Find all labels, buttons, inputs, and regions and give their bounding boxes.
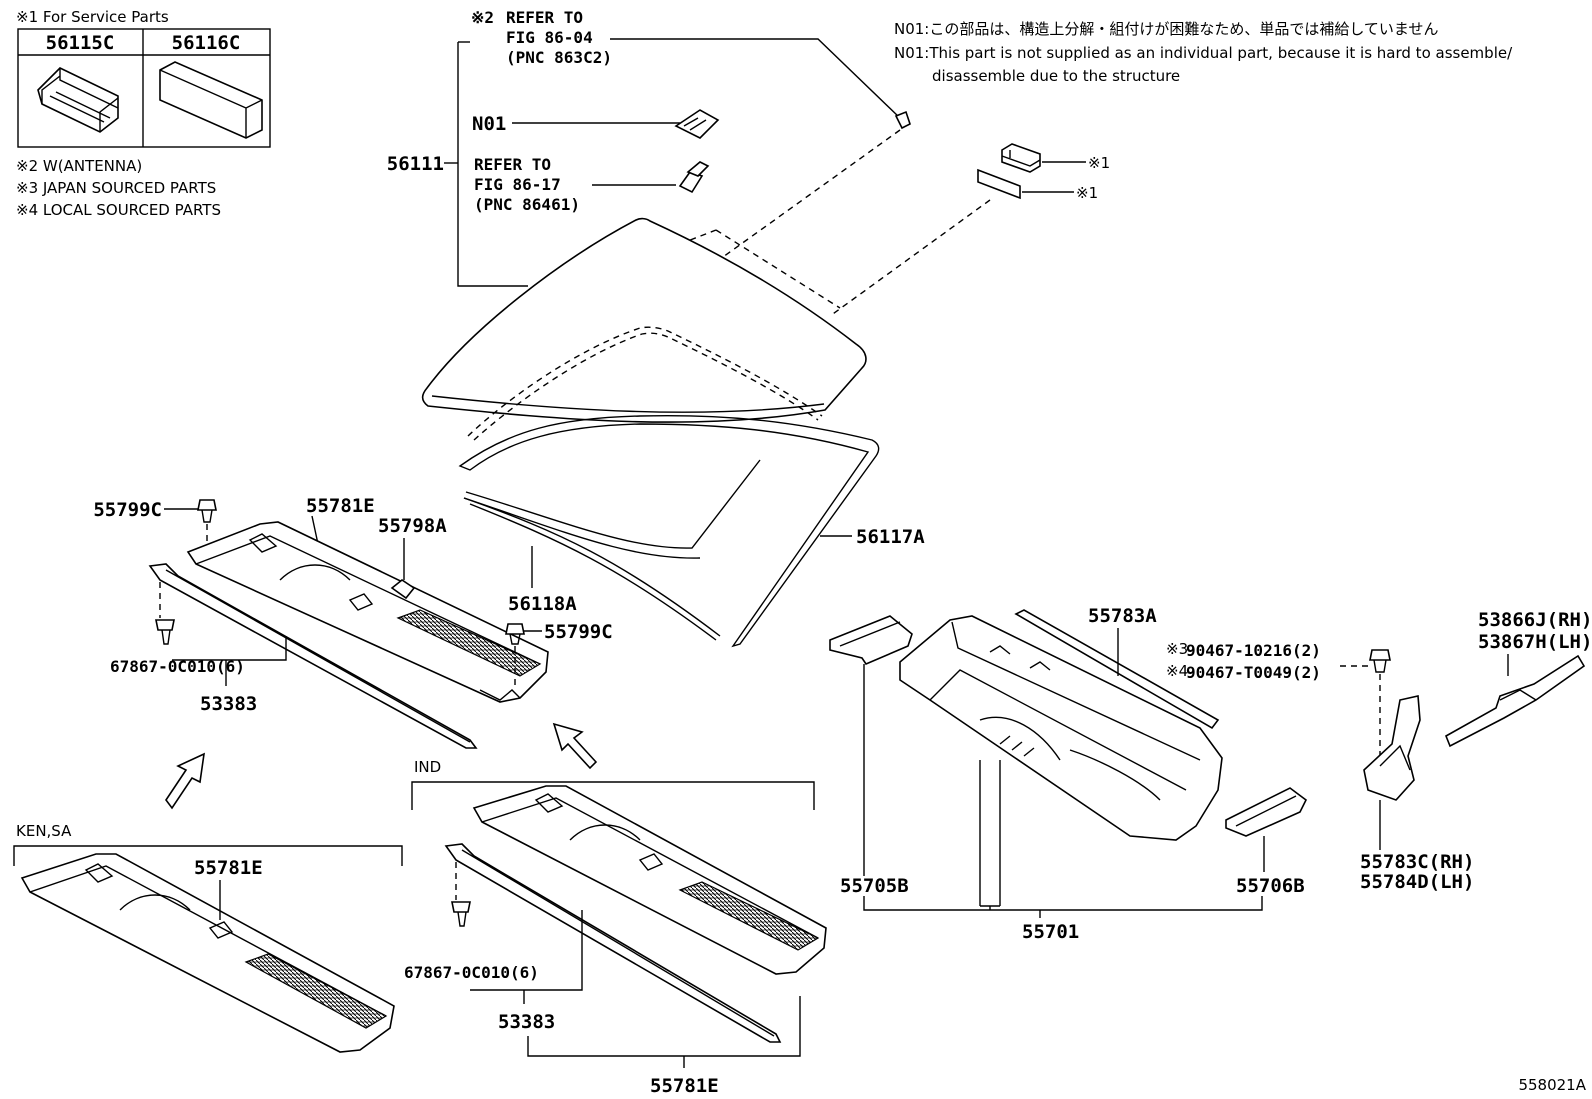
- note-en-2: disassemble due to the structure: [932, 67, 1180, 85]
- windshield-glass: [421, 217, 867, 423]
- label-KENSA: KEN,SA: [16, 822, 72, 840]
- label-90467-a: 90467-10216(2): [1186, 641, 1321, 660]
- refer1-line3: (PNC 863C2): [506, 48, 612, 67]
- label-56118A: 56118A: [508, 593, 577, 615]
- label-55784D: 55784D(LH): [1360, 871, 1474, 893]
- label-IND: IND: [414, 758, 441, 776]
- label-53866J: 53866J(RH): [1478, 609, 1592, 631]
- label-55783C: 55783C(RH): [1360, 851, 1474, 873]
- label-56117A: 56117A: [856, 526, 925, 548]
- label-55705B: 55705B: [840, 875, 909, 897]
- windshield-group: 56111 ※2 REFER TO FIG 86-04 (PNC 863C2) …: [387, 8, 1110, 648]
- figure-id: 558021A: [1518, 1076, 1586, 1094]
- notes: N01:この部品は、構造上分解・組付けが困難なため、単品では補給していません N…: [894, 20, 1513, 85]
- label-67867-b: 67867-0C010(6): [404, 963, 539, 982]
- label-90467-b: 90467-T0049(2): [1186, 663, 1321, 682]
- cowl-upper-assembly: 55799C 55781E 55798A 55799C 67867-0C010(…: [93, 495, 613, 810]
- legend-line-3: ※4 LOCAL SOURCED PARTS: [16, 201, 221, 219]
- label-mark1-a: ※1: [1088, 154, 1110, 172]
- label-53383-a: 53383: [200, 693, 257, 715]
- label-55781E-a: 55781E: [306, 495, 375, 517]
- arrow-up-right: [552, 722, 598, 770]
- service-parts-title: ※1 For Service Parts: [16, 8, 169, 26]
- part-56115C: 56115C: [46, 32, 115, 54]
- legend: ※2 W(ANTENNA) ※3 JAPAN SOURCED PARTS ※4 …: [16, 157, 221, 219]
- label-56111: 56111: [387, 153, 444, 175]
- label-53383-b: 53383: [498, 1011, 555, 1033]
- label-67867-a: 67867-0C010(6): [110, 657, 245, 676]
- label-55781E-c: 55781E: [650, 1075, 719, 1097]
- plate-56116C-illustration: [159, 61, 263, 139]
- label-90467-b-mark: ※4: [1166, 662, 1188, 680]
- ind-variant: IND 67867-0C010(6) 53383 55781E: [404, 758, 827, 1097]
- label-90467-a-mark: ※3: [1166, 640, 1188, 658]
- part-56116C: 56116C: [172, 32, 241, 54]
- note-jp: N01:この部品は、構造上分解・組付けが困難なため、単品では補給していません: [894, 20, 1438, 38]
- refer2-line1: REFER TO: [474, 155, 551, 174]
- refer2-line3: (PNC 86461): [474, 195, 580, 214]
- note-en-1: N01:This part is not supplied as an indi…: [894, 44, 1513, 62]
- legend-line-1: ※2 W(ANTENNA): [16, 157, 142, 175]
- refer1-line1: REFER TO: [506, 8, 583, 27]
- label-55701: 55701: [1022, 921, 1079, 943]
- label-55799C-a: 55799C: [93, 499, 162, 521]
- label-53867H: 53867H(LH): [1478, 631, 1592, 653]
- label-55799C-b: 55799C: [544, 621, 613, 643]
- bracket-56115C-illustration: [37, 67, 119, 133]
- label-55781E-b: 55781E: [194, 857, 263, 879]
- cowl-panel-group: 55705B 55701 55783A 55706B ※3 90467-1021…: [829, 605, 1592, 943]
- kensa-variant: KEN,SA 55781E: [13, 822, 403, 1053]
- arrow-up-left: [165, 752, 205, 810]
- refer1-mark: ※2: [471, 8, 494, 27]
- legend-line-2: ※3 JAPAN SOURCED PARTS: [16, 179, 216, 197]
- label-mark1-b: ※1: [1076, 184, 1098, 202]
- label-55706B: 55706B: [1236, 875, 1305, 897]
- refer1-line2: FIG 86-04: [506, 28, 593, 47]
- label-55783A: 55783A: [1088, 605, 1157, 627]
- service-parts-box: ※1 For Service Parts 56115C 56116C: [16, 8, 271, 148]
- label-55798A: 55798A: [378, 515, 447, 537]
- label-N01: N01: [472, 113, 506, 135]
- refer2-line2: FIG 86-17: [474, 175, 561, 194]
